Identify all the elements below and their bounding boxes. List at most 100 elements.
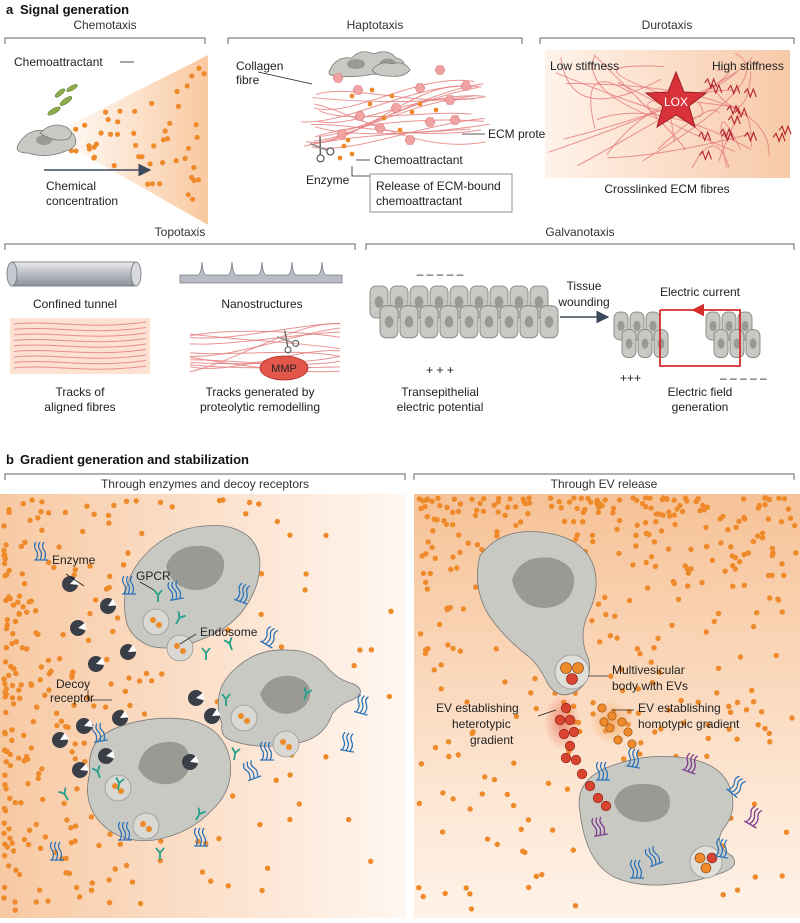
chemoattractant-dot	[107, 131, 114, 137]
right-chemo-dots	[416, 495, 799, 912]
chemoattractant-dot	[749, 687, 755, 694]
ecm-fibre	[642, 52, 748, 162]
chemoattractant-dot	[122, 688, 129, 694]
chemoattractant-dot	[39, 499, 45, 505]
chemoattractant-dot	[525, 511, 531, 517]
chemoattractant-dot	[775, 596, 781, 602]
collagen-fibre	[312, 95, 475, 103]
chemoattractant-dot	[136, 678, 143, 684]
chemo-gradient-cone	[50, 55, 208, 225]
high-stiffness-label: High stiffness	[712, 59, 784, 73]
chemoattractant-dot	[1, 560, 8, 567]
chemoattractant-dot	[750, 699, 757, 705]
collagen-fibres	[300, 79, 490, 149]
chemoattractant-dot	[34, 704, 40, 710]
chemoattractant-dot	[765, 516, 772, 522]
chemoattractant-dot	[504, 791, 510, 798]
chemoattractant-dot	[494, 533, 500, 539]
chemoattractant-dot	[1, 853, 8, 859]
chemoattractant-dot	[648, 505, 654, 511]
chemoattractant-dot	[139, 530, 145, 537]
cell-nucleus	[709, 320, 717, 332]
chemoattractant-dot	[91, 144, 97, 150]
chemoattractant-dot	[652, 729, 658, 735]
chemoattractant-dot	[2, 681, 8, 687]
chemoattractant-dot	[704, 543, 710, 550]
durotaxis-title: Durotaxis	[642, 18, 693, 32]
chemoattractant-dot	[6, 672, 12, 679]
gpcr-receptor	[339, 731, 354, 753]
chemoattractant-dot	[643, 495, 649, 501]
gpcr-receptor	[167, 580, 184, 601]
chemoattractant-dot	[429, 498, 435, 504]
chemoattractant-dot	[1, 805, 8, 812]
chemoattractant-dot	[120, 562, 127, 568]
chemoattractant-dot	[258, 571, 265, 577]
hetero-label-line1: EV establishing	[436, 701, 519, 715]
chemoattractant-dot	[755, 722, 761, 728]
chemoattractant-dot	[425, 539, 431, 545]
chemoattractant-dot	[539, 871, 545, 878]
chemoattractant-dot	[48, 668, 54, 674]
lox-star	[644, 70, 708, 129]
chemoattractant-dot	[473, 584, 479, 590]
chemoattractant-dot	[10, 602, 17, 608]
chemoattractant-dot	[526, 495, 532, 501]
chemoattractant-dot	[700, 502, 706, 509]
ev-vesicle	[584, 780, 596, 792]
enzyme-mouth	[96, 657, 105, 666]
chemoattractant-dot	[91, 511, 97, 517]
collagen-fibre	[313, 79, 475, 111]
chemoattractant-dot	[505, 504, 511, 510]
enzyme-b-label: Enzyme	[52, 553, 96, 567]
wounded-epithelium	[613, 311, 761, 359]
chemoattractant-dot	[71, 702, 77, 708]
chemoattractant-dot	[225, 627, 231, 633]
remodelled-fibre	[189, 330, 341, 338]
chemoattractant-dot	[167, 120, 173, 126]
nano-label: Nanostructures	[221, 297, 302, 311]
chemoattractant-dot	[564, 786, 571, 792]
chemoattractant-dot	[429, 544, 435, 551]
chemoattractant-dot	[688, 566, 694, 572]
chemoattractant-dot	[16, 755, 22, 761]
chemoattractant-dot	[107, 573, 113, 579]
collagen-fibre	[311, 117, 485, 149]
chemoattractant-dot	[556, 499, 562, 505]
chemoattractant-dot	[422, 579, 429, 586]
chemoattractant-dot	[789, 715, 795, 721]
chemoattractant-dot	[64, 817, 70, 823]
ecm-protein-hexagon	[449, 115, 461, 125]
chemoattractant-dot	[157, 181, 163, 187]
gpcr-receptor	[625, 747, 640, 769]
chemoattractant-dot	[667, 513, 673, 519]
minus-charges: – – – – –	[417, 267, 464, 281]
chemoattractant-dot	[72, 741, 78, 747]
chemoattractant-dot	[614, 635, 620, 641]
decoy-receptor	[155, 847, 165, 860]
enzyme-mouth	[80, 763, 89, 772]
chemoattractant-dot	[117, 108, 123, 114]
chemoattractant-dot	[647, 495, 653, 501]
chemoattractant-dot	[246, 499, 253, 506]
chemoattractant-dot	[513, 713, 520, 720]
chemoattractant-dot	[18, 800, 24, 806]
chemoattractant-dot	[626, 597, 633, 604]
chemoattractant-dot	[184, 83, 190, 89]
gpcr-receptor	[595, 761, 610, 781]
chemoattractant-dot	[616, 517, 623, 524]
chemoattractant-dot	[72, 567, 79, 573]
chemoattractant-dot	[417, 631, 424, 637]
enzymes	[52, 576, 221, 778]
chemoattractant-dot	[653, 519, 659, 525]
chemoattractant-dot	[133, 142, 139, 148]
crosslink	[704, 77, 718, 89]
collagen-fibre	[314, 123, 490, 135]
chemoattractant-dot	[103, 109, 109, 115]
chemoattractant-dot	[750, 623, 757, 630]
chemoattractant-dot	[191, 164, 197, 171]
chemoattractant-dot	[225, 883, 231, 889]
ecm-protein-hexagon	[390, 103, 402, 113]
chemoattractant-dot	[756, 502, 762, 509]
chemoattractant-dot	[479, 546, 485, 553]
